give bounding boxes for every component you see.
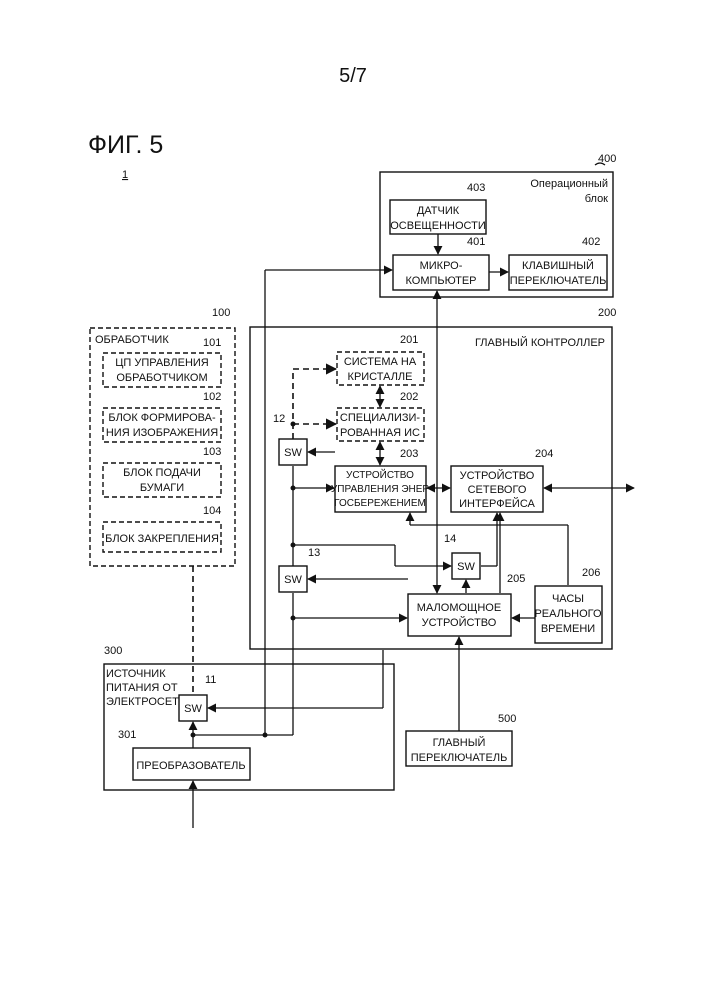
block-206-label-2: РЕАЛЬНОГО (534, 608, 602, 620)
block-101-label-1: ЦП УПРАВЛЕНИЯ (115, 357, 209, 369)
ref-main: 1 (122, 169, 128, 181)
block-101-label-2: ОБРАБОТЧИКОМ (116, 372, 207, 384)
switch-14-label: SW (457, 561, 475, 573)
block-401-label-1: МИКРО- (420, 260, 463, 272)
ref-201: 201 (400, 334, 418, 346)
ref-401: 401 (467, 236, 485, 248)
block-500-label-2: ПЕРЕКЛЮЧАТЕЛЬ (411, 752, 508, 764)
ref-12: 12 (273, 413, 285, 425)
ref-204: 204 (535, 448, 553, 460)
block-300-label-3: ЭЛЕКТРОСЕТИ (106, 696, 187, 708)
switch-12-label: SW (284, 447, 302, 459)
block-300-label-2: ПИТАНИЯ ОТ (106, 682, 178, 694)
block-202-label-2: РОВАННАЯ ИС (340, 427, 420, 439)
block-103-label-2: БУМАГИ (140, 482, 184, 494)
ref-100: 100 (212, 307, 230, 319)
block-102-label-2: НИЯ ИЗОБРАЖЕНИЯ (106, 427, 218, 439)
block-100-label: ОБРАБОТЧИК (95, 334, 169, 346)
ref-101: 101 (203, 337, 221, 349)
block-403-label-2: ОСВЕЩЕННОСТИ (390, 220, 485, 232)
block-205-low-power (408, 594, 511, 636)
block-403-label-1: ДАТЧИК (417, 205, 460, 217)
block-204-label-3: ИНТЕРФЕЙСА (459, 497, 535, 510)
block-202-label-1: СПЕЦИАЛИЗИ- (340, 412, 420, 424)
ref-103: 103 (203, 446, 221, 458)
block-102-label-1: БЛОК ФОРМИРОВА- (108, 412, 216, 424)
block-401-label-2: КОМПЬЮТЕР (405, 275, 476, 287)
block-301-label: ПРЕОБРАЗОВАТЕЛЬ (136, 760, 245, 772)
block-201-label-1: СИСТЕМА НА (344, 356, 417, 368)
ref-206: 206 (582, 567, 600, 579)
block-206-label-3: ВРЕМЕНИ (541, 623, 595, 635)
block-204-label-2: СЕТЕВОГО (468, 484, 527, 496)
block-200-label: ГЛАВНЫЙ КОНТРОЛЛЕР (475, 336, 605, 349)
figure-title: ФИГ. 5 (88, 131, 163, 159)
ref-402: 402 (582, 236, 600, 248)
ref-11: 11 (205, 674, 216, 686)
block-104-label: БЛОК ЗАКРЕПЛЕНИЯ (105, 533, 219, 545)
ref-102: 102 (203, 391, 221, 403)
ref-200: 200 (598, 307, 616, 319)
ref-403: 403 (467, 182, 485, 194)
block-205-label-1: МАЛОМОЩНОЕ (417, 602, 501, 614)
block-201-label-2: КРИСТАЛЛЕ (348, 371, 413, 383)
ref-13: 13 (308, 547, 320, 559)
block-204-label-1: УСТРОЙСТВО (460, 469, 535, 482)
block-103-label-1: БЛОК ПОДАЧИ (123, 467, 201, 479)
block-300-label-1: ИСТОЧНИК (106, 668, 166, 680)
switch-13-label: SW (284, 574, 302, 586)
block-205-label-2: УСТРОЙСТВО (422, 616, 497, 629)
block-206-label-1: ЧАСЫ (552, 593, 584, 605)
switch-11-label: SW (184, 703, 202, 715)
block-400-label-2: блок (585, 193, 608, 205)
ref-104: 104 (203, 505, 221, 517)
block-500-label-1: ГЛАВНЫЙ (433, 736, 486, 749)
block-203-label-2: УПРАВЛЕНИЯ ЭНЕР (331, 484, 429, 495)
ref-14: 14 (444, 533, 456, 545)
block-203-label-3: ГОСБЕРЕЖЕНИЕМ (334, 498, 426, 509)
ref-301: 301 (118, 729, 136, 741)
ref-203: 203 (400, 448, 418, 460)
ref-205: 205 (507, 573, 525, 585)
ref-500: 500 (498, 713, 516, 725)
block-402-label-2: ПЕРЕКЛЮЧАТЕЛЬ (510, 275, 607, 287)
ref-202: 202 (400, 391, 418, 403)
ref-300: 300 (104, 645, 122, 657)
block-402-label-1: КЛАВИШНЫЙ (522, 259, 594, 272)
block-203-label-1: УСТРОЙСТВО (346, 468, 414, 481)
block-400-label-1: Операционный (530, 178, 608, 190)
page-number: 5/7 (339, 65, 367, 87)
